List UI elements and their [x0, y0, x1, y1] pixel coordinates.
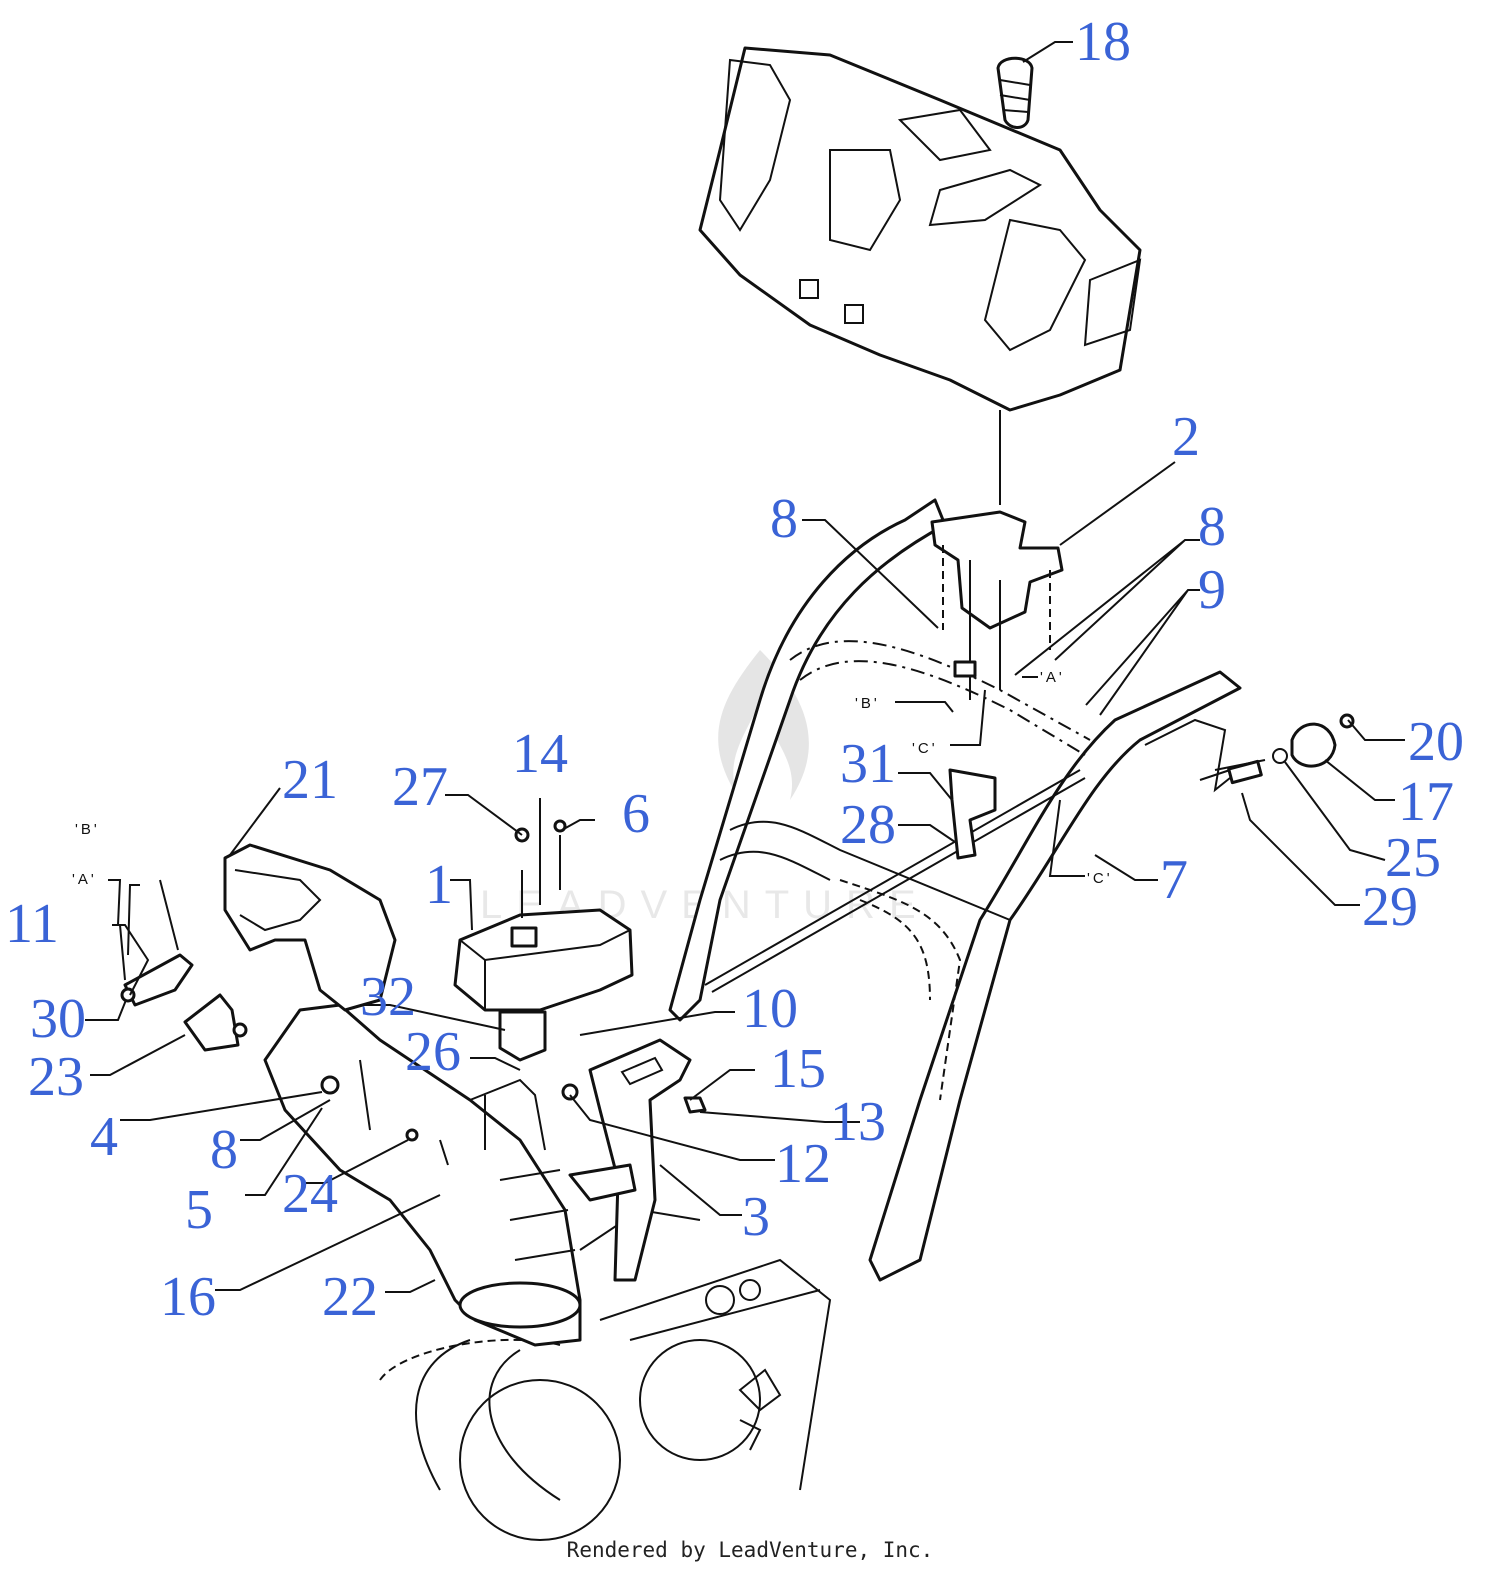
- callout-22: 22: [322, 1266, 378, 1328]
- callout-26: 26: [405, 1021, 461, 1083]
- callout-7: 7: [1160, 849, 1188, 911]
- callout-2: 2: [1172, 406, 1200, 468]
- callout-18: 18: [1075, 11, 1131, 73]
- callout-21: 21: [282, 749, 338, 811]
- callout-numbers: 18 2 8 8 9 20 17 25 29 31 28 7 21 27 14 …: [5, 11, 1464, 1328]
- chute-base-part-3: [561, 1038, 707, 1282]
- callout-15: 15: [770, 1038, 826, 1100]
- reference-letters: 'A' 'B' 'C' 'C' 'B' 'A': [72, 669, 1113, 888]
- callout-1: 1: [425, 854, 453, 916]
- callout-20: 20: [1408, 711, 1464, 773]
- callout-5: 5: [185, 1179, 213, 1241]
- ref-b-left: 'B': [75, 821, 100, 838]
- chute-part-22: [263, 1003, 582, 1347]
- callout-13: 13: [830, 1091, 886, 1153]
- ref-c-right: 'C': [912, 740, 938, 757]
- callout-4: 4: [90, 1106, 118, 1168]
- handle-frame: [668, 498, 1242, 1282]
- deflector-part-21: [223, 843, 397, 1012]
- ref-b-right: 'B': [855, 695, 880, 712]
- fuel-tank-part-1: [453, 819, 634, 1062]
- callout-29: 29: [1362, 876, 1418, 938]
- leader-lines: [85, 41, 1405, 1293]
- callout-10: 10: [742, 978, 798, 1040]
- callout-32: 32: [360, 966, 416, 1028]
- callout-6: 6: [622, 783, 650, 845]
- callout-8: 8: [770, 488, 798, 550]
- dashboard-console: [698, 46, 1142, 505]
- callout-12: 12: [775, 1133, 831, 1195]
- callout-3: 3: [742, 1186, 770, 1248]
- callout-27: 27: [392, 756, 448, 818]
- callout-11: 11: [5, 893, 59, 955]
- callout-28: 28: [840, 794, 896, 856]
- crank-knob-part-17: [1272, 713, 1355, 768]
- callout-23: 23: [28, 1046, 84, 1108]
- cable-bracket-part-30: [119, 879, 194, 1007]
- ref-c-lower: 'C': [1087, 870, 1113, 887]
- callout-25: 25: [1385, 827, 1441, 889]
- callout-8: 8: [210, 1119, 238, 1181]
- snowblower-housing: [379, 1208, 832, 1541]
- ref-a-right: 'A': [1040, 669, 1065, 686]
- ref-a-left: 'A': [72, 871, 97, 888]
- callout-9: 9: [1198, 559, 1226, 621]
- callout-14: 14: [512, 723, 568, 785]
- callout-16: 16: [160, 1266, 216, 1328]
- callout-24: 24: [282, 1163, 338, 1225]
- chute-crank-rod: [704, 759, 1266, 993]
- shift-bracket-part-2: [930, 510, 1064, 700]
- footer-credit: Rendered by LeadVenture, Inc.: [566, 1538, 934, 1562]
- pivot-bracket-part-23: [183, 993, 248, 1052]
- callout-31: 31: [840, 733, 896, 795]
- callout-17: 17: [1398, 771, 1454, 833]
- knob-part-18: [996, 56, 1034, 129]
- callout-30: 30: [30, 988, 86, 1050]
- callout-8: 8: [1198, 496, 1226, 558]
